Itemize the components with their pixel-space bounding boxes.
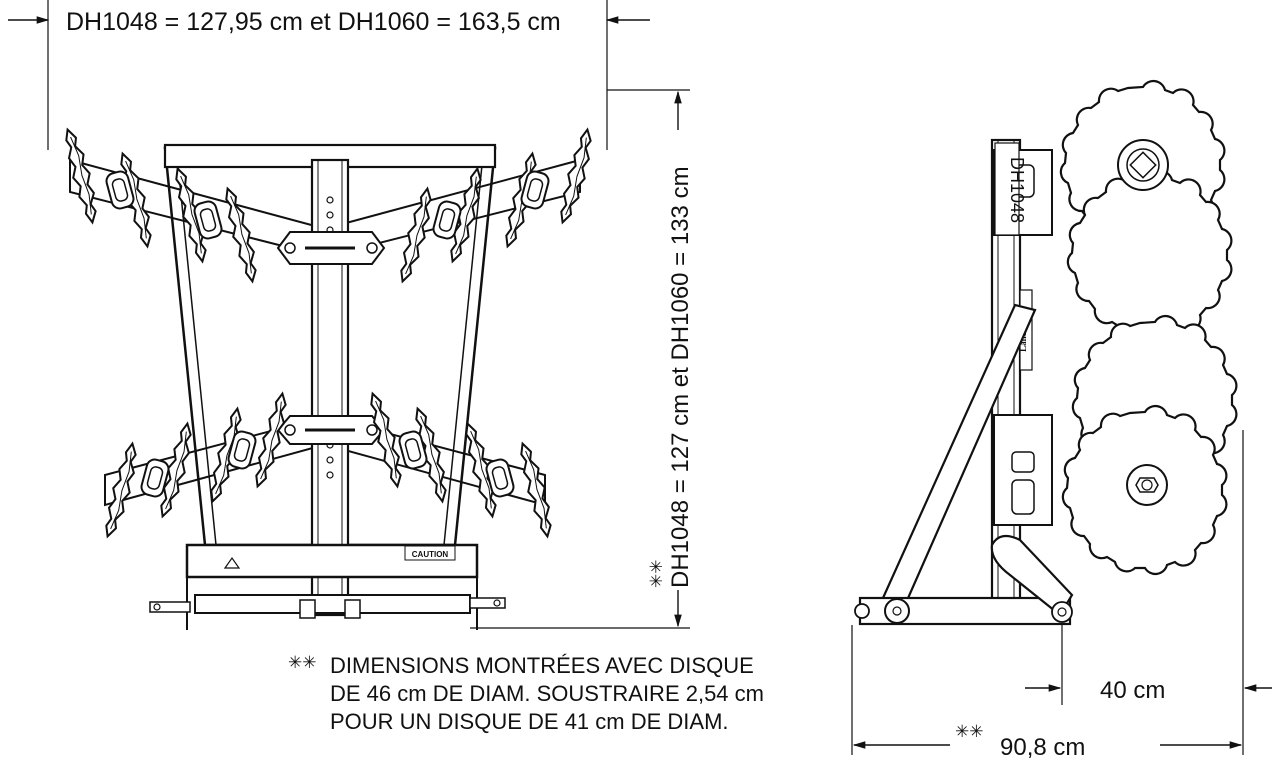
note-marker: ✳✳: [288, 653, 317, 672]
top-width-dimension: DH1048 = 127,95 cm et DH1060 = 163,5 cm: [8, 0, 650, 150]
height-dimension: DH1048 = 127 cm et DH1060 = 133 cm ✳✳: [470, 89, 694, 629]
side-dimensions: 40 cm ✳✳ 90,8 cm: [851, 430, 1272, 761]
disk-size-note: ✳✳ DIMENSIONS MONTRÉES AVEC DISQUE DE 46…: [288, 653, 764, 734]
note-line-3: POUR UN DISQUE DE 41 cm DE DIAM.: [330, 709, 729, 734]
side-total-label: 90,8 cm: [1000, 734, 1085, 761]
note-line-2: DE 46 cm DE DIAM. SOUSTRAIRE 2,54 cm: [330, 681, 764, 706]
harrow-side-view: DH1048 Land Pride: [854, 79, 1238, 626]
harrow-top-view: CAUTION: [59, 126, 599, 630]
height-marker: ✳✳: [647, 560, 666, 589]
height-label: DH1048 = 127 cm et DH1060 = 133 cm: [667, 166, 694, 588]
top-width-label: DH1048 = 127,95 cm et DH1060 = 163,5 cm: [66, 8, 561, 36]
disk-offset-label: 40 cm: [1100, 677, 1165, 704]
side-total-marker: ✳✳: [955, 722, 984, 741]
caution-decal: CAUTION: [412, 550, 449, 559]
note-line-1: DIMENSIONS MONTRÉES AVEC DISQUE: [330, 653, 754, 678]
model-decal: DH1048: [1007, 157, 1027, 223]
